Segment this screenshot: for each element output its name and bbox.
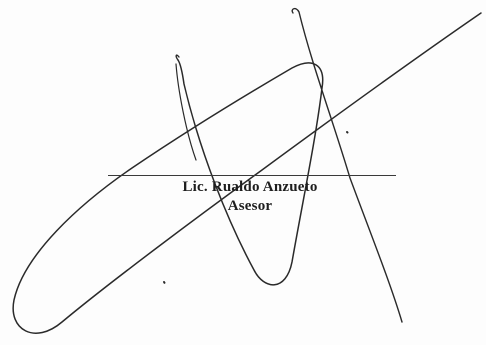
signer-name: Lic. Rualdo Anzueto	[182, 179, 318, 195]
signer-title: Asesor	[227, 198, 273, 214]
signature-line	[108, 175, 396, 176]
